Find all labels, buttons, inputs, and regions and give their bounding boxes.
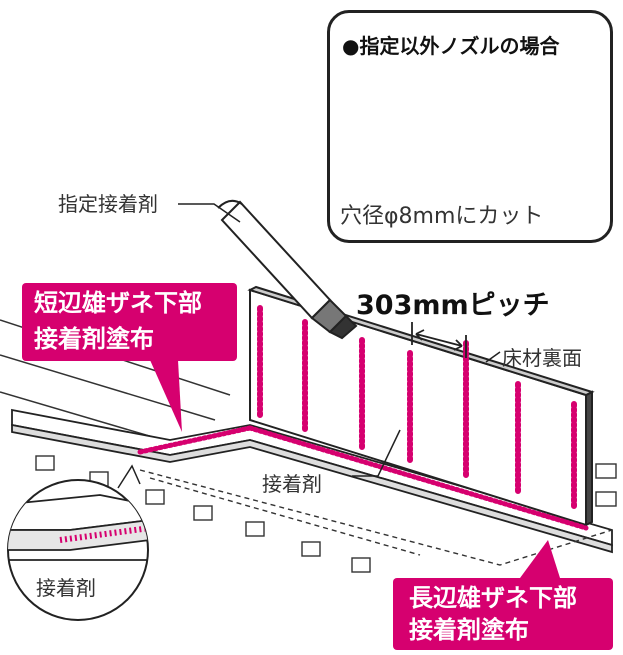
short-edge-pointer	[150, 360, 182, 432]
pitch-label: 303mmピッチ	[356, 290, 550, 321]
long-edge-tag-line2: 接着剤塗布	[409, 616, 529, 644]
short-edge-tag: 短辺雄ザネ下部 接着剤塗布	[22, 283, 237, 361]
inset-detail	[7, 464, 149, 621]
adhesive-nozzle-icon	[217, 199, 358, 340]
dashed-outline	[139, 469, 613, 566]
laid-plank	[11, 408, 613, 554]
pitch-dimension	[411, 322, 467, 358]
adhesive-label: 指定接着剤	[58, 192, 158, 216]
long-edge-tag-line1: 長辺雄ザネ下部	[409, 584, 577, 612]
short-edge-tag-line2: 接着剤塗布	[34, 325, 154, 353]
edge-beads	[137, 425, 589, 531]
adhesive-inset-label: 接着剤	[36, 576, 96, 600]
nozzle-callout-box	[327, 10, 613, 243]
adhesive-center-label: 接着剤	[262, 472, 322, 496]
long-edge-pointer	[520, 540, 560, 578]
callout-title: ●指定以外ノズルの場合	[342, 34, 560, 58]
joists	[35, 455, 617, 573]
floor-back-label: 床材裏面	[502, 346, 582, 370]
long-edge-tag: 長辺雄ザネ下部 接着剤塗布	[393, 578, 613, 650]
adhesive-stripes	[257, 305, 577, 511]
short-edge-tag-line1: 短辺雄ザネ下部	[34, 289, 202, 317]
callout-note: 穴径φ8mmにカット	[340, 204, 544, 229]
